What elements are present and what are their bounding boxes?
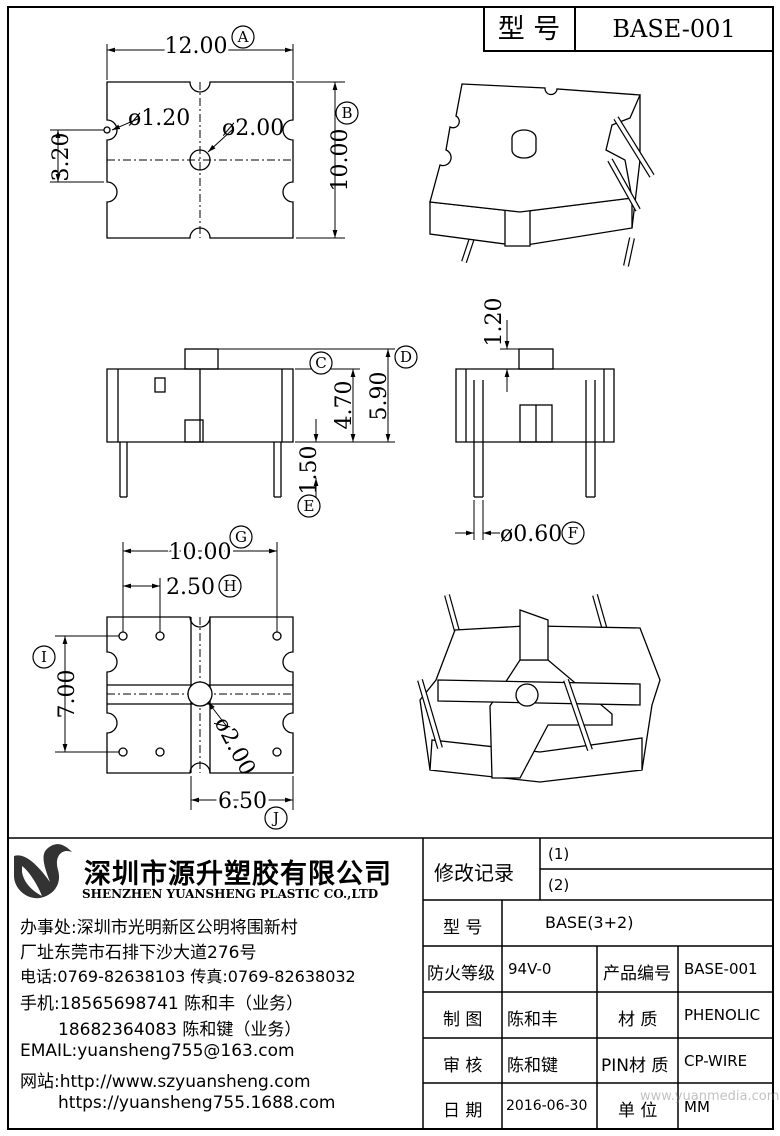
marker-g-circle: [229, 525, 253, 549]
dim-a: 12.00: [165, 34, 228, 59]
company-factory: 厂址东莞市石排下沙大道276号: [20, 943, 257, 963]
marker-j: J: [271, 809, 279, 827]
company-mobile2: 18682364083 陈和键（业务）: [58, 1020, 302, 1040]
model-value: BASE(3+2): [545, 913, 634, 932]
marker-d: D: [400, 348, 412, 366]
fire-label: 防火等级: [427, 964, 495, 984]
company-website: 网站:http://www.szyuansheng.com: [20, 1072, 311, 1092]
marker-e-circle: [297, 494, 321, 518]
side-view: [455, 320, 615, 540]
bottom-iso-view: [417, 594, 661, 783]
dim-bottom-hole: ø2.00: [209, 713, 260, 780]
marker-a-circle: [231, 25, 255, 49]
header-box: 型 号 BASE-001: [483, 6, 774, 52]
material-value: PHENOLIC: [684, 1006, 761, 1024]
dim-i: 7.00: [55, 670, 80, 719]
material-label: 材 质: [618, 1010, 658, 1030]
dim-c: 4.70: [332, 381, 357, 430]
marker-f: F: [568, 524, 578, 542]
header-model-label: 型 号: [498, 14, 561, 45]
top-iso-view: [429, 83, 655, 267]
date-value: 2016-06-30: [506, 1098, 588, 1114]
marker-d-circle: [394, 345, 418, 369]
title-block-lines: [8, 837, 773, 1129]
dim-b: 10.00: [328, 129, 353, 192]
dim-hole-small: ø1.20: [128, 106, 190, 131]
unit-label: 单 位: [618, 1101, 658, 1121]
dim-pin: ø0.60: [500, 522, 562, 547]
marker-i-circle: [32, 645, 56, 669]
date-label: 日 期: [443, 1101, 483, 1121]
sheet-border: [7, 6, 774, 1130]
company-website2: https://yuansheng755.1688.com: [58, 1093, 336, 1113]
dim-e: 1.50: [297, 446, 322, 495]
company-name-cn: 深圳市源升塑胶有限公司: [84, 859, 392, 890]
marker-b: B: [341, 104, 352, 122]
company-office: 办事处:深圳市光明新区公明将围新村: [20, 918, 298, 938]
dim-j: 6.50: [218, 789, 267, 814]
revision-2: (2): [548, 876, 570, 894]
code-value: BASE-001: [684, 960, 758, 978]
marker-e: E: [304, 497, 315, 515]
draw-value: 陈和丰: [507, 1010, 558, 1030]
dim-top: 1.20: [482, 298, 507, 347]
marker-h-circle: [218, 574, 242, 598]
marker-i: I: [41, 648, 47, 666]
check-label: 审 核: [443, 1056, 483, 1076]
model-label: 型 号: [443, 918, 483, 938]
dim-g: 10.00: [169, 540, 232, 565]
watermark: www.yuanmedia.com: [640, 1089, 780, 1104]
bottom-view: [55, 542, 294, 810]
marker-a: A: [237, 28, 249, 46]
marker-j-circle: [264, 806, 288, 830]
dim-h: 2.50: [166, 575, 215, 600]
fire-value: 94V-0: [508, 960, 552, 978]
dim-hole-large: ø2.00: [222, 116, 284, 141]
company-email: EMAIL:yuansheng755@163.com: [20, 1041, 295, 1061]
pin-material-label: PIN材 质: [601, 1056, 669, 1076]
header-model-value: BASE-001: [612, 15, 735, 43]
check-value: 陈和键: [507, 1056, 558, 1076]
dim-side: 3.20: [49, 133, 74, 182]
draw-label: 制 图: [443, 1010, 483, 1030]
pin-material-value: CP-WIRE: [684, 1052, 748, 1070]
marker-h: H: [223, 577, 236, 595]
dim-d: 5.90: [367, 372, 392, 421]
code-label: 产品编号: [603, 964, 671, 984]
company-mobile1: 手机:18565698741 陈和丰（业务）: [20, 994, 304, 1014]
marker-c: C: [315, 354, 326, 372]
company-phone: 电话:0769-82638103 传真:0769-82638032: [20, 967, 356, 986]
marker-c-circle: [309, 351, 333, 375]
revision-label: 修改记录: [434, 861, 514, 885]
company-name-en: SHENZHEN YUANSHENG PLASTIC CO.,LTD: [82, 887, 379, 901]
marker-b-circle: [335, 101, 359, 125]
company-logo: [14, 844, 72, 899]
top-view: [50, 44, 345, 239]
marker-g: G: [235, 528, 247, 546]
revision-1: (1): [548, 845, 570, 863]
unit-value: MM: [684, 1098, 710, 1116]
marker-f-circle: [561, 521, 585, 545]
